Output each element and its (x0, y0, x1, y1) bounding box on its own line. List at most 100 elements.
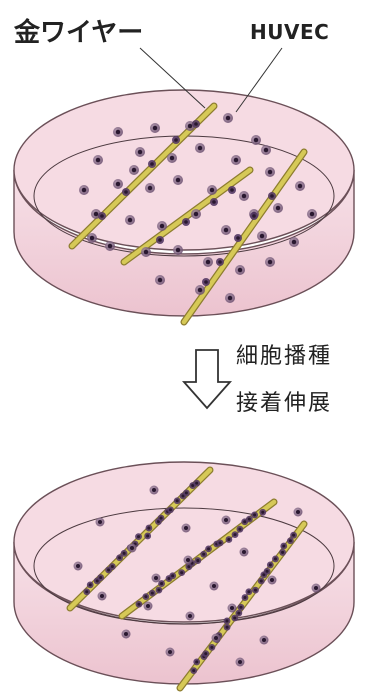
cell (312, 584, 321, 593)
cell (251, 135, 261, 145)
cell (235, 610, 242, 617)
cell (268, 576, 277, 585)
cell (152, 574, 161, 583)
cell (228, 604, 237, 613)
cell (261, 145, 271, 155)
cell (257, 231, 267, 241)
cell (166, 648, 175, 657)
cell (98, 592, 107, 601)
cell (150, 123, 160, 133)
dish-rim (14, 462, 354, 622)
cell (128, 544, 137, 553)
cell (267, 562, 274, 569)
cell (193, 480, 200, 487)
cell (122, 630, 131, 639)
cell (234, 234, 242, 242)
cell (251, 512, 258, 519)
cell (237, 526, 244, 533)
step-cell-seeding: 細胞播種 (236, 346, 332, 368)
cell (155, 275, 165, 285)
cell (122, 188, 130, 196)
cell (225, 536, 232, 543)
cell (156, 587, 163, 594)
cell (193, 659, 200, 666)
cell (212, 634, 221, 643)
cell (156, 236, 164, 244)
cell (260, 636, 269, 645)
cell (194, 557, 201, 564)
cell (264, 568, 271, 575)
cell (87, 233, 97, 243)
cell (149, 590, 156, 597)
cell (272, 556, 279, 563)
cell (150, 486, 159, 495)
cell (202, 278, 210, 286)
cell (148, 160, 156, 168)
cell (125, 215, 135, 225)
cell (240, 548, 249, 557)
cell (135, 147, 145, 157)
cell (210, 198, 218, 206)
cell (225, 293, 235, 303)
cell (222, 516, 231, 525)
cell (202, 650, 209, 657)
cell (186, 612, 195, 621)
cell (158, 515, 165, 522)
cell (205, 545, 212, 552)
cell (236, 658, 245, 667)
cell (217, 539, 224, 546)
cell (273, 203, 283, 213)
cell (200, 551, 207, 558)
cell (223, 113, 233, 123)
hollow-down-arrow-icon (184, 350, 230, 408)
cell (146, 525, 153, 532)
cell (209, 644, 216, 651)
dish-rim (14, 90, 354, 250)
cell (83, 588, 90, 595)
cell (228, 186, 236, 194)
cell (224, 618, 231, 625)
cell (252, 587, 259, 594)
cell (96, 518, 105, 527)
cell (195, 285, 205, 295)
step-adhesion-spreading: 接着伸展 (236, 393, 332, 415)
cell (74, 562, 83, 571)
cell (144, 533, 151, 540)
cell (279, 549, 286, 556)
cell (174, 497, 181, 504)
cell (142, 593, 149, 600)
cell (145, 183, 155, 193)
cell (265, 167, 275, 177)
cell (295, 181, 305, 191)
dish-before (14, 48, 354, 322)
cell (290, 532, 297, 539)
cell (216, 258, 224, 266)
huvec-label: HUVEC (250, 22, 329, 42)
cell (232, 531, 239, 538)
cell (250, 212, 258, 220)
cell (259, 509, 266, 516)
gold-wire-label: 金ワイヤー (14, 20, 143, 46)
cell (239, 191, 249, 201)
cell (79, 185, 89, 195)
cell (238, 604, 245, 611)
cell (183, 490, 190, 497)
dish-after (14, 462, 354, 688)
cell (167, 153, 177, 163)
cell (203, 257, 213, 267)
cell (192, 120, 200, 128)
cell (182, 218, 190, 226)
cell (221, 225, 231, 235)
cell (113, 179, 123, 189)
cell (294, 508, 303, 517)
cell (307, 209, 317, 219)
cell (121, 550, 128, 557)
cell (109, 563, 116, 570)
cell (231, 155, 241, 165)
cell (289, 237, 299, 247)
cell (210, 582, 219, 591)
cell (158, 580, 165, 587)
cell (173, 245, 183, 255)
cell (182, 524, 191, 533)
cell (113, 127, 123, 137)
